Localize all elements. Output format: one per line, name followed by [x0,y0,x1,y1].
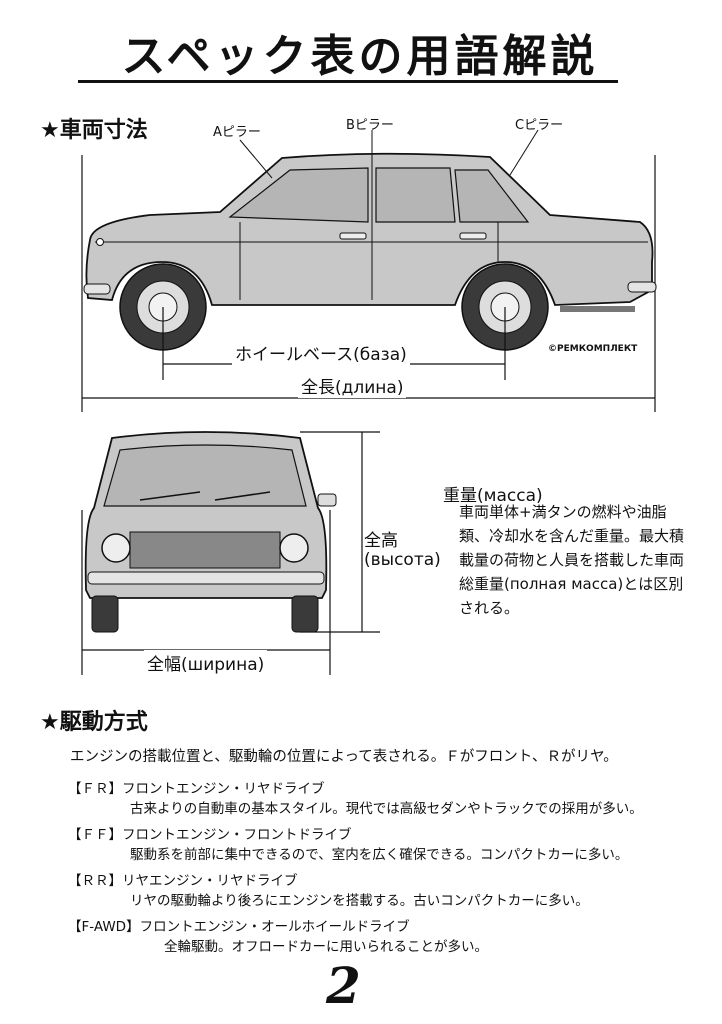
drivetrain-heading: ★駆動方式 [40,710,148,735]
drivetrain-intro: エンジンの搭載位置と、駆動輪の位置によって表される。Ｆがフロント、Ｒがリヤ。 [70,749,618,765]
wheelbase-label: ホイールベース(база) [232,340,410,365]
title-underline [78,80,618,83]
a-pillar-label: Aピラー [213,125,261,140]
fr-code: 【ＦＲ】 [68,781,122,797]
overall-length-label: 全長(длина) [298,373,407,398]
dimensions-heading: ★車両寸法 [40,118,148,143]
copyright-label: ©РЕМКОМПЛЕКТ [548,344,638,354]
ff-tag: 【ＦＦ】フロントエンジン・フロントドライブ [68,823,352,843]
rr-description: リヤの駆動輪より後ろにエンジンを搭載する。古いコンパクトカーに多い。 [130,893,589,909]
ff-name: フロントエンジン・フロントドライブ [122,827,352,843]
fawd-tag: 【F-AWD】フロントエンジン・オールホイールドライブ [68,915,410,935]
car-side-view-illustration [81,129,657,412]
overall-height-sublabel: (высота) [364,550,441,570]
ff-code: 【ＦＦ】 [68,827,122,843]
fr-name: フロントエンジン・リヤドライブ [122,781,325,797]
fr-tag: 【ＦＲ】フロントエンジン・リヤドライブ [68,777,325,797]
overall-width-label: 全幅(ширина) [144,650,268,675]
rr-name: リヤエンジン・リヤドライブ [122,873,298,889]
fawd-name: フロントエンジン・オールホイールドライブ [139,919,410,935]
page-number: 2 [326,956,361,1015]
weight-title: 重量(масса) [443,486,543,506]
car-front-view-illustration [81,431,380,675]
rr-tag: 【ＲＲ】リヤエンジン・リヤドライブ [68,869,298,889]
ff-description: 駆動系を前部に集中できるので、室内を広く確保できる。コンパクトカーに多い。 [130,847,629,863]
rr-code: 【ＲＲ】 [68,873,122,889]
page-title: スペック表の用語解説 [121,31,599,82]
fr-description: 古来よりの自動車の基本スタイル。現代では高級セダンやトラックでの採用が多い。 [130,801,643,817]
c-pillar-label: Cピラー [515,118,564,133]
overall-height-label: 全高 [364,526,398,551]
weight-description: 車両単体+満タンの燃料や油脂類、冷却水を含んだ重量。最大積載量の荷物と人員を搭載… [459,503,685,617]
fawd-description: 全輪駆動。オフロードカーに用いられることが多い。 [164,939,488,955]
b-pillar-label: Bピラー [346,118,394,133]
fawd-code: 【F-AWD】 [68,919,140,935]
